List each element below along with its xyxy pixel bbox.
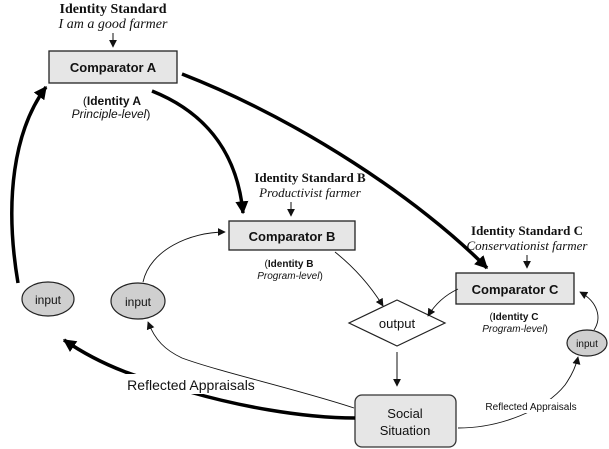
identity-standard-b-subtitle: Productivist farmer (258, 185, 362, 200)
comparator-a-box (48, 50, 178, 84)
identity-a-level-caption: Principle-level) (72, 107, 151, 121)
output-label: output (379, 316, 416, 331)
arrow-input-to-comparator-a (10, 85, 48, 284)
arrow-input-mid-to-comparator-b (142, 228, 226, 283)
identity-b-caption: (Identity B (265, 259, 314, 270)
identity-c-caption: (Identity C (490, 312, 539, 323)
arrow-social-to-input-mid (146, 321, 355, 409)
arrow-social-to-input-right (457, 356, 581, 429)
arrow-input-right-to-comparator-c (579, 291, 599, 331)
comparator-c-box (455, 272, 575, 305)
comparator-c-label: Comparator C (472, 282, 559, 297)
input-mid-oval (110, 282, 166, 320)
identity-c-level: Program-level (482, 324, 545, 335)
identity-b-name: Identity B (268, 259, 314, 270)
input-mid-label: input (125, 295, 152, 309)
input-left-label: input (35, 293, 62, 307)
social-situation-line2: Situation (380, 423, 431, 438)
reflected-appraisals-left-bg (126, 374, 256, 394)
social-situation-line1: Social (387, 406, 423, 421)
comparator-b-box (228, 220, 356, 251)
arrow-comparator-a-to-b (151, 89, 249, 215)
identity-b-level: Program-level (257, 271, 320, 282)
identity-a-caption: (Identity A (83, 94, 142, 108)
input-right-label: input (576, 339, 598, 350)
identity-standard-b-title: Identity Standard B (254, 170, 366, 185)
identity-standard-c-title: Identity Standard C (471, 223, 583, 238)
identity-a-level: Principle-level (72, 107, 147, 121)
identity-c-level-caption: Program-level) (482, 324, 548, 335)
input-right-oval (566, 329, 608, 357)
identity-b-level-caption: Program-level) (257, 271, 323, 282)
identity-c-name: Identity C (493, 312, 539, 323)
identity-a-name: Identity A (87, 94, 142, 108)
comparator-b-label: Comparator B (249, 229, 336, 244)
input-left-oval (21, 281, 75, 317)
reflected-appraisals-left-label: Reflected Appraisals (127, 377, 255, 393)
arrow-comparator-c-to-output (427, 288, 459, 317)
arrow-comparator-b-to-output (334, 251, 384, 307)
social-situation-box (354, 394, 457, 448)
identity-standard-a-subtitle: I am a good farmer (58, 17, 168, 32)
identity-standard-c-subtitle: Conservationist farmer (467, 238, 589, 253)
identity-standard-a-title: Identity Standard (60, 2, 167, 17)
reflected-appraisals-right-bg (484, 399, 579, 413)
reflected-appraisals-right-label: Reflected Appraisals (485, 402, 576, 413)
arrow-comparator-a-to-c (181, 72, 489, 270)
comparator-a-label: Comparator A (70, 60, 157, 75)
